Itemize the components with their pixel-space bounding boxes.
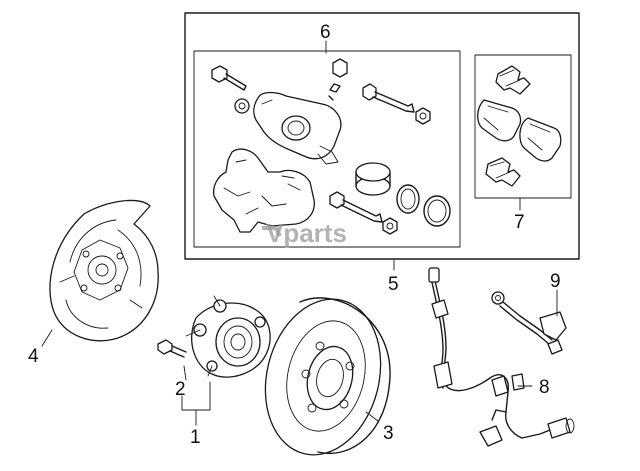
bleeder-screw bbox=[328, 58, 348, 101]
callout-4: 4 bbox=[28, 346, 39, 367]
callout-2: 2 bbox=[175, 379, 186, 400]
watermark-text: Vparts bbox=[266, 218, 347, 248]
caliper-nut-lower bbox=[382, 217, 398, 235]
caliper-bolt-upper bbox=[211, 65, 247, 91]
wheel-speed-sensor bbox=[428, 267, 575, 447]
brake-pad-outer bbox=[519, 117, 562, 162]
caliper-washer bbox=[234, 98, 250, 114]
caliper-bracket bbox=[212, 148, 315, 233]
callout-9: 9 bbox=[550, 271, 561, 292]
guide-pin-lower bbox=[329, 191, 383, 223]
watermark-logo: Vparts bbox=[262, 218, 347, 248]
callout-5: 5 bbox=[388, 274, 399, 295]
callout-8: 8 bbox=[539, 377, 550, 398]
brake-pad-inner bbox=[477, 99, 522, 142]
pad-kit-frame bbox=[474, 54, 572, 199]
caliper-kit-frame bbox=[193, 50, 461, 248]
dust-boot bbox=[423, 195, 451, 227]
callout-1: 1 bbox=[190, 427, 201, 448]
piston-seal bbox=[396, 184, 420, 214]
callout-6: 6 bbox=[320, 22, 331, 43]
callout-7: 7 bbox=[514, 212, 525, 233]
piston bbox=[355, 162, 391, 196]
pad-clip-upper bbox=[495, 65, 531, 95]
brake-rotor bbox=[264, 297, 391, 456]
sensor-cable bbox=[491, 291, 567, 355]
hub-bearing bbox=[185, 295, 271, 378]
leader-lines bbox=[41, 40, 558, 426]
pad-clip-lower bbox=[485, 157, 521, 187]
caliper-assembly-frame bbox=[184, 12, 580, 260]
caliper-housing bbox=[253, 91, 342, 165]
caliper-nut-upper bbox=[415, 107, 431, 125]
backing-plate bbox=[49, 199, 159, 342]
callout-3: 3 bbox=[383, 423, 394, 444]
wheel-stud bbox=[157, 339, 187, 358]
guide-pin-upper bbox=[362, 83, 415, 113]
